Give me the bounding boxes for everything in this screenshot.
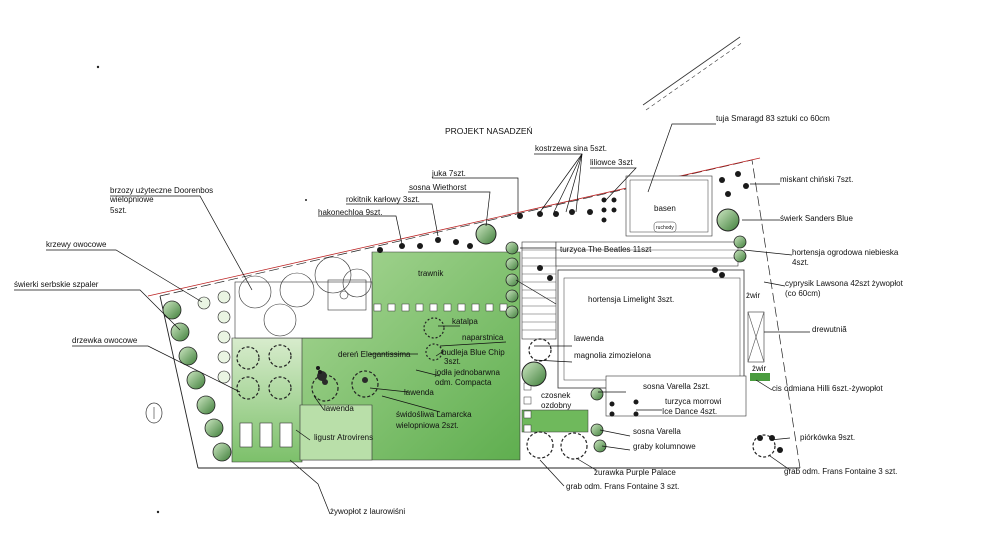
label-ligustr: ligustr Atrovirens — [314, 433, 373, 442]
label-budleja-1: budleja Blue Chip — [442, 348, 505, 357]
label-sosna-wiethorst: sosna Wiethorst — [409, 183, 467, 192]
hedge-shrubs — [162, 208, 747, 462]
label-jodla-2: odm. Compacta — [435, 378, 492, 387]
birch-zone — [234, 256, 373, 339]
label-budleja-2: 3szt. — [444, 357, 461, 366]
label-sosna-varella-1: sosna Varella 2szt. — [643, 382, 710, 391]
label-czosnek-1: czosnek — [541, 391, 571, 400]
label-piorkowka: piórkówka 9szt. — [800, 433, 855, 442]
label-swierki-serbskie: świerki serbskie szpaler — [14, 280, 99, 289]
label-hakonechloa: hakonechloa 9szt. — [318, 208, 383, 217]
label-magnolia: magnolia zimozielona — [574, 351, 651, 360]
label-naparstnica: naparstnica — [462, 333, 504, 342]
label-graby-kolumnowe: graby kolumnowe — [633, 442, 696, 451]
label-lawenda-1: lawenda — [574, 334, 604, 343]
label-zwir-2: żwir — [752, 364, 767, 373]
leader-lines — [14, 123, 810, 515]
label-turzyca-morrowi-1: turzyca morrowi — [665, 397, 722, 406]
label-brzozy-1: brzozy użyteczne Doorenbos — [110, 186, 213, 195]
label-brzozy-2: wielopniowe — [109, 195, 154, 204]
label-grab-2: grab odm. Frans Fontaine 3 szt. — [784, 467, 897, 476]
label-katalpa: katalpa — [452, 317, 478, 326]
label-swidosliwa-1: świdośliwa Lamarcka — [396, 410, 472, 419]
label-basen: basen — [654, 204, 676, 213]
label-drewutnia: drewutniã — [812, 325, 847, 334]
label-cis: cis odmiana Hilli 6szt.-żywopłot — [772, 384, 883, 393]
stepping-stones — [373, 303, 532, 433]
label-ruchody: ruchody — [656, 225, 674, 231]
label-tuja: tuja Smaragd 83 sztuki co 60cm — [716, 114, 830, 123]
label-jodla-1: jodła jednobarwna — [434, 368, 500, 377]
label-juka: juka 7szt. — [431, 169, 466, 178]
label-trawnik: trawnik — [418, 269, 444, 278]
label-deren: dereń Elegantissima — [338, 350, 411, 359]
north-arrow-icon — [642, 36, 744, 111]
misc-marks — [96, 65, 307, 514]
label-brzozy-3: 5szt. — [110, 206, 127, 215]
label-zwir-1: żwir — [746, 291, 761, 300]
grass-clumps — [236, 317, 776, 460]
label-kostrzewa: kostrzewa sina 5szt. — [535, 144, 607, 153]
label-czosnek-2: ozdobny — [541, 401, 571, 410]
label-turzyca-beatles: turzyca The Beatles 11szt — [560, 245, 652, 254]
label-cyprysik-2: (co 60cm) — [785, 289, 821, 298]
label-swidosliwa-2: wielopniowa 2szt. — [395, 421, 459, 430]
label-sosna-varella-2: sosna Varella — [633, 427, 681, 436]
label-miskant: miskant chiński 7szt. — [780, 175, 853, 184]
label-liliowce: liliowce 3szt — [590, 158, 633, 167]
house-footprint — [557, 269, 765, 417]
raised-beds — [239, 422, 293, 448]
label-turzyca-morrowi-2: Ice Dance 4szt. — [662, 407, 717, 416]
label-grab-1: grab odm. Frans Fontaine 3 szt. — [566, 482, 679, 491]
terrace-deck — [521, 175, 739, 340]
label-zurawka: żurawka Purple Palace — [594, 468, 676, 477]
label-rokitnik: rokitnik karłowy 3szt. — [346, 195, 420, 204]
label-hortensja-limelight: hortensja Limelight 3szt. — [588, 295, 674, 304]
label-hortensja-ogrodowa-1: hortensja ogrodowa niebieska — [792, 248, 899, 257]
label-krzewy: krzewy owocowe — [46, 240, 107, 249]
label-zywoplot: żywopłot z laurowiśni — [330, 507, 405, 516]
label-hortensja-ogrodowa-2: 4szt. — [792, 258, 809, 267]
label-cyprysik-1: cyprysik Lawsona 42szt żywopłot — [785, 279, 904, 288]
plan-title: PROJEKT NASADZEŃ — [445, 126, 533, 136]
label-lawenda-3: lawenda — [324, 404, 354, 413]
plant-labels: tuja Smaragd 83 sztuki co 60cm kostrzewa… — [14, 114, 904, 516]
label-swierk-sanders: świerk Sanders Blue — [780, 214, 853, 223]
label-drzewka: drzewka owocowe — [72, 336, 138, 345]
perennial-marks — [316, 171, 783, 453]
label-lawenda-2: lawenda — [404, 388, 434, 397]
